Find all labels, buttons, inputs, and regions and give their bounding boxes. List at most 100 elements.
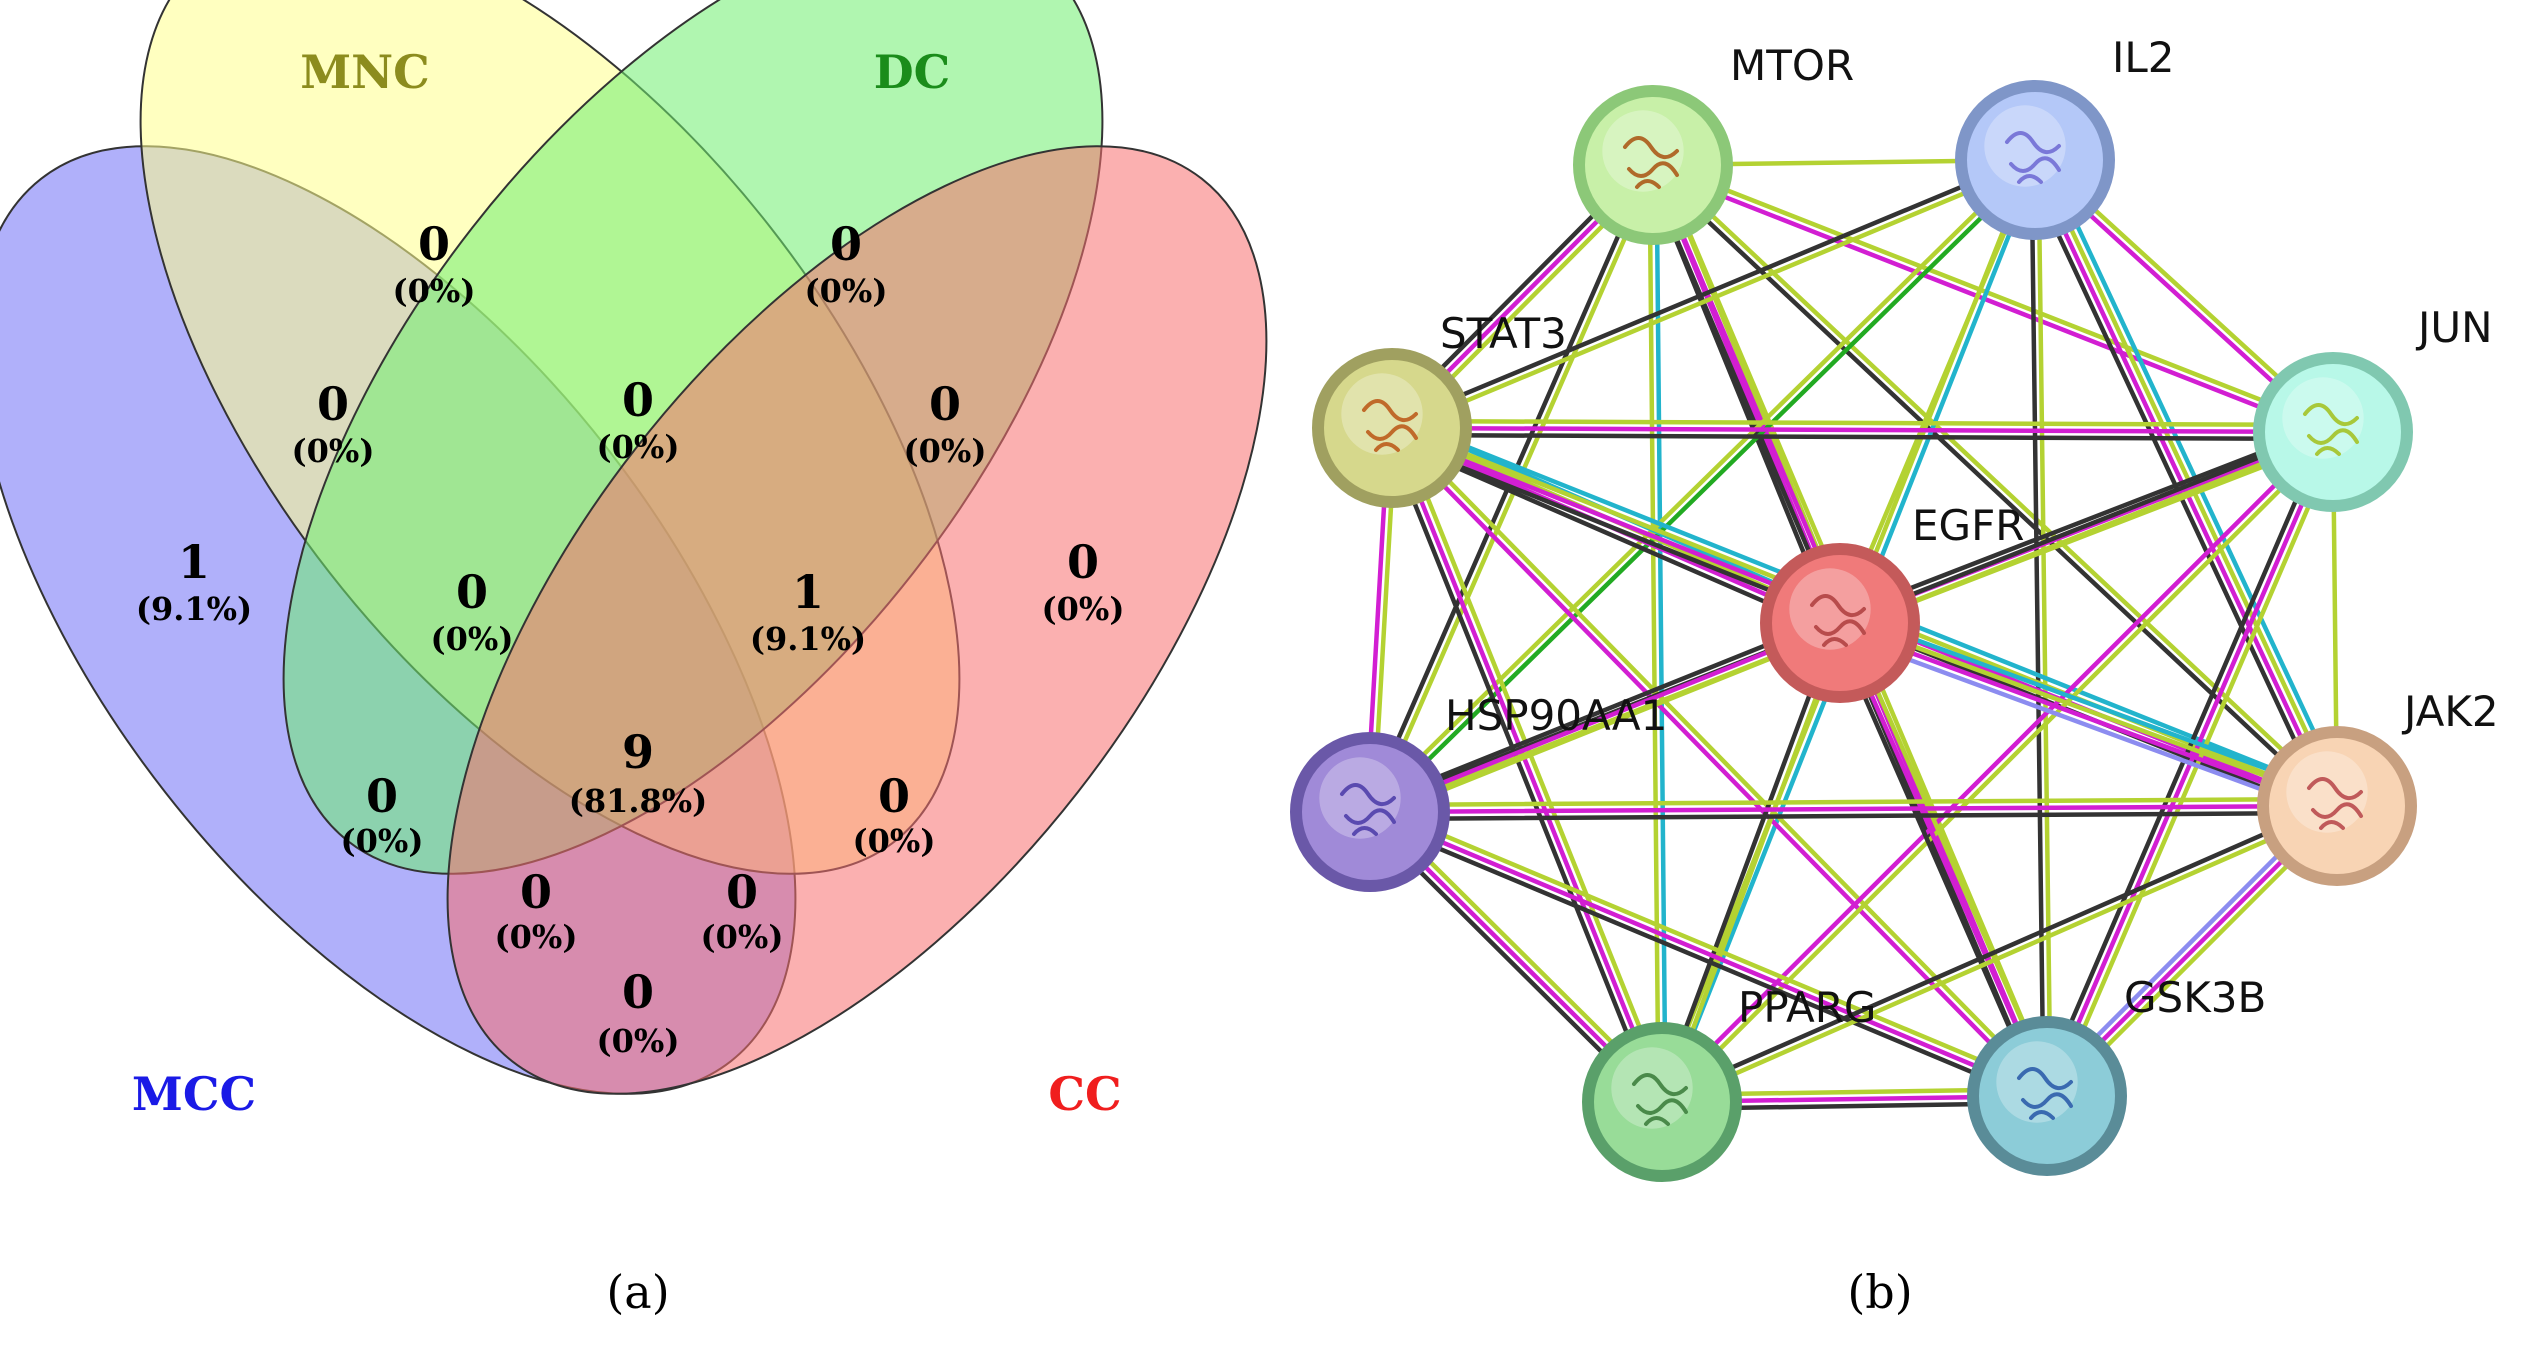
edge-evidence-experiments (1836, 624, 2339, 812)
edge-evidence-textmining (1838, 617, 2341, 805)
venn-percent: (9.1%) (136, 590, 252, 628)
venn-region-all-four: 9(81.8%) (569, 725, 708, 820)
node-circle (1582, 1022, 1742, 1182)
network-node-mtor[interactable] (1573, 85, 1733, 245)
network-edge (1834, 610, 2343, 819)
venn-percent: (0%) (853, 822, 936, 860)
edge-evidence-experiments (1389, 425, 1665, 1105)
venn-region-dc-cc: 0(0%) (904, 377, 987, 470)
network-node-jun[interactable] (2253, 352, 2413, 512)
edge-evidence-textmining (1365, 155, 2035, 812)
venn-region-mnc-dc-cc: 1(9.1%) (750, 565, 866, 658)
network-edge (1647, 162, 1668, 1105)
network-edge (1383, 423, 1671, 1107)
node-highlight (1984, 105, 2066, 187)
venn-count: 9 (622, 725, 654, 779)
node-label-jak2: JAK2 (2401, 687, 2499, 736)
network-node-egfr[interactable] (1760, 543, 1920, 703)
protein-structure-icon (1362, 399, 1418, 452)
venn-label-mnc: MNC (300, 45, 430, 99)
node-highlight (1996, 1041, 2078, 1123)
edge-evidence-coexpression (1656, 619, 1839, 1104)
venn-percent: (0%) (393, 272, 476, 310)
venn-percent: (0%) (597, 1022, 680, 1060)
edge-evidence-textmining (1661, 806, 2341, 1108)
network-edge (1367, 796, 2340, 822)
venn-region-dc-only: 0(0%) (805, 217, 888, 310)
edge-evidence-coexpression (1365, 614, 1840, 808)
protein-structure-icon (1340, 783, 1396, 836)
edge-evidence-coexpression (1831, 623, 2043, 1102)
edge-evidence-textmining (1370, 627, 1845, 821)
venn-diagram-panel: MNC DC MCC CC 0(0%) 0(0%) 0(0%) 0(0%) 0(… (0, 0, 1268, 1319)
network-node-stat3[interactable] (1312, 348, 1472, 508)
network-node-gsk3b[interactable] (1967, 1016, 2127, 1176)
venn-count: 1 (792, 565, 824, 619)
network-edge (1658, 800, 2341, 1108)
venn-count: 0 (622, 373, 654, 427)
protein-structure-icon (2303, 403, 2359, 456)
venn-percent: (0%) (597, 428, 680, 466)
panel-a-caption: (a) (606, 1265, 669, 1319)
node-circle (2253, 352, 2413, 512)
protein-structure-icon (1623, 136, 1679, 189)
edge-evidence-neighborhood (1370, 160, 2040, 817)
network-node-hsp90aa1[interactable] (1290, 732, 1450, 892)
venn-percent: (0%) (341, 822, 424, 860)
edge-evidence-coexpression (1835, 423, 2333, 619)
edge-evidence-textmining (1647, 162, 1661, 1105)
venn-percent: (81.8%) (569, 782, 708, 820)
node-highlight (1319, 757, 1401, 839)
venn-percent: (0%) (904, 432, 987, 470)
venn-count: 0 (726, 865, 758, 919)
node-label-pparg: PPARG (1738, 983, 1876, 1032)
network-edge (1656, 619, 1846, 1106)
venn-percent: (0%) (495, 918, 578, 956)
venn-percent: (0%) (431, 620, 514, 658)
venn-count: 0 (878, 769, 910, 823)
network-node-il2[interactable] (1955, 80, 2115, 240)
edge-evidence-experiments (1837, 620, 2050, 1099)
edge-evidence-textmining (1389, 418, 2336, 428)
venn-region-mcc-mnc-dc: 0(0%) (431, 565, 514, 658)
edge-evidence-coexpression (1658, 800, 2338, 1102)
protein-structure-icon (1810, 594, 1866, 647)
venn-count: 0 (317, 377, 349, 431)
node-circle (1312, 348, 1472, 508)
node-circle (1967, 1016, 2127, 1176)
edge-evidence-experiments (1367, 809, 2050, 1099)
edge-evidence-coexpression (1367, 810, 2340, 822)
node-highlight (1341, 373, 1423, 455)
edge-evidence-textmining (1391, 160, 2039, 434)
node-circle (1760, 543, 1920, 703)
venn-region-mcc-dc: 0(0%) (341, 769, 424, 860)
network-edge (2029, 157, 2053, 1099)
venn-percent: (0%) (1042, 590, 1125, 628)
venn-label-mcc: MCC (132, 1067, 256, 1121)
node-highlight (2286, 751, 2368, 833)
venn-region-mnc-cc: 0(0%) (853, 769, 936, 860)
venn-count: 0 (366, 769, 398, 823)
edge-evidence-experiments (1649, 166, 2334, 438)
edge-evidence-textmining (1663, 621, 1846, 1106)
node-highlight (1611, 1047, 1693, 1129)
venn-regions: 0(0%) 0(0%) 0(0%) 0(0%) 0(0%) 1(9.1%) 0(… (136, 217, 1125, 1060)
venn-label-dc: DC (874, 45, 951, 99)
venn-count: 0 (456, 565, 488, 619)
node-highlight (1789, 568, 1871, 650)
venn-percent: (0%) (701, 918, 784, 956)
node-label-mtor: MTOR (1730, 41, 1854, 90)
venn-count: 0 (520, 865, 552, 919)
network-node-pparg[interactable] (1582, 1022, 1742, 1182)
edge-evidence-coexpression (1389, 432, 2336, 442)
node-label-egfr: EGFR (1912, 501, 2024, 550)
node-circle (1290, 732, 1450, 892)
venn-set-cc-ellipse (446, 145, 1268, 1095)
venn-count: 0 (418, 217, 450, 271)
venn-region-mnc-dc: 0(0%) (597, 373, 680, 466)
network-node-jak2[interactable] (2257, 726, 2417, 886)
edge-evidence-experiments (1389, 425, 2336, 435)
